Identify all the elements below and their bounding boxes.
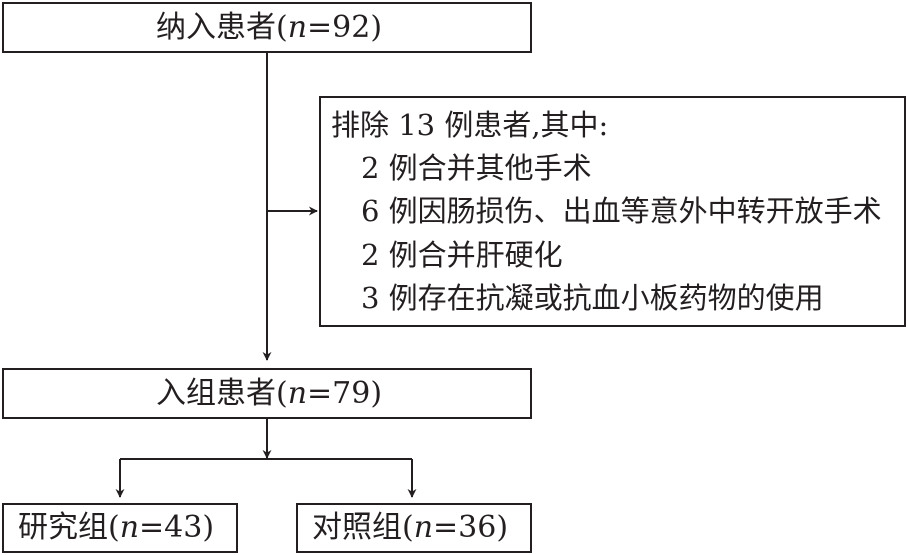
excluded-box: 排除 13 例患者,其中: 2 例合并其他手术 6 例因肠损伤、出血等意外中转开… (319, 96, 906, 327)
enrolled-label: 纳入患者(n=92) (156, 11, 382, 45)
control-group-prefix: 对照组( (312, 510, 414, 545)
enrolled-n-value: =92) (307, 10, 383, 45)
excluded-item: 6 例因肠损伤、出血等意外中转开放手术 (361, 194, 882, 228)
study-group-n-value: =43) (139, 510, 215, 545)
included-n-var: n (287, 376, 308, 411)
study-group-box: 研究组(n=43) (2, 503, 238, 553)
control-group-label: 对照组(n=36) (312, 511, 508, 545)
study-group-n-var: n (119, 510, 140, 545)
included-box: 入组患者(n=79) (2, 368, 532, 419)
enrolled-prefix: 纳入患者( (156, 10, 288, 45)
study-group-label: 研究组(n=43) (18, 511, 214, 545)
control-group-n-value: =36) (433, 510, 509, 545)
study-group-prefix: 研究组( (18, 510, 120, 545)
included-label: 入组患者(n=79) (156, 377, 382, 411)
excluded-header: 排除 13 例患者,其中: (331, 108, 609, 142)
control-group-box: 对照组(n=36) (296, 503, 532, 553)
enrolled-n-var: n (287, 10, 308, 45)
control-group-n-var: n (413, 510, 434, 545)
included-n-value: =79) (307, 376, 383, 411)
included-prefix: 入组患者( (156, 376, 288, 411)
enrolled-box: 纳入患者(n=92) (2, 2, 532, 53)
excluded-item: 2 例合并其他手术 (361, 151, 592, 185)
excluded-item: 2 例合并肝硬化 (361, 238, 563, 272)
excluded-item: 3 例存在抗凝或抗血小板药物的使用 (361, 281, 824, 315)
